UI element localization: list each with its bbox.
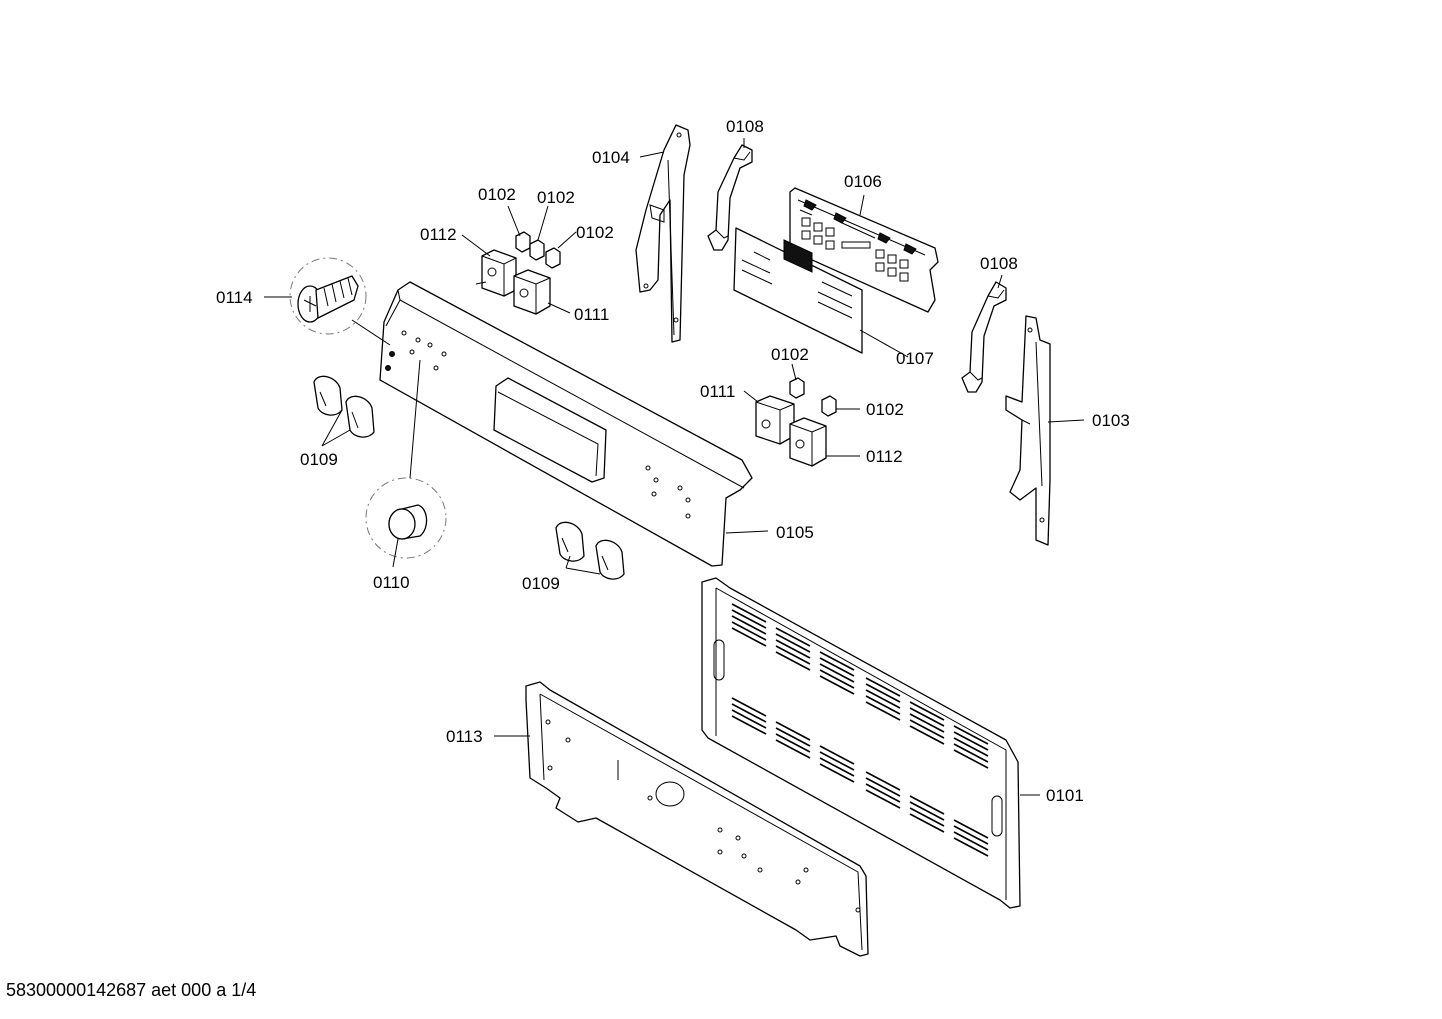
callout-0107: 0107 bbox=[896, 349, 934, 368]
part-0108-right-clip bbox=[961, 281, 1007, 393]
part-0105-control-panel bbox=[379, 281, 753, 567]
part-0114-screw-detail bbox=[289, 257, 367, 335]
part-0111-lower-switch bbox=[755, 395, 795, 445]
part-0108-upper-clip bbox=[707, 144, 753, 251]
callout-0109-lower: 0109 bbox=[522, 574, 560, 593]
callout-0114: 0114 bbox=[216, 288, 253, 307]
callout-0102-b: 0102 bbox=[537, 188, 575, 207]
part-0110-knob-detail bbox=[365, 477, 447, 559]
callout-0102-e: 0102 bbox=[866, 400, 904, 419]
callout-0102-c: 0102 bbox=[576, 223, 614, 242]
callout-0103: 0103 bbox=[1092, 411, 1130, 430]
part-0104-side-bracket bbox=[635, 124, 691, 343]
part-0109-upper-knobs bbox=[313, 375, 375, 438]
callout-0101: 0101 bbox=[1046, 786, 1084, 805]
part-0102-lower-contacts bbox=[789, 377, 837, 417]
callout-0106: 0106 bbox=[844, 172, 882, 191]
part-0103-side-bracket bbox=[1005, 315, 1051, 546]
part-0107-overlay bbox=[733, 227, 863, 354]
callout-0109-upper: 0109 bbox=[300, 450, 338, 469]
part-0101-rear-panel bbox=[701, 577, 1021, 909]
part-0109-lower-knobs bbox=[555, 521, 625, 580]
callout-0111-upper: 0111 bbox=[574, 305, 609, 324]
callout-0113: 0113 bbox=[446, 727, 483, 746]
callout-0112-upper: 0112 bbox=[420, 225, 457, 244]
drawing-reference: 58300000142687 aet 000 a 1/4 bbox=[6, 980, 257, 1000]
callout-0104: 0104 bbox=[592, 148, 630, 167]
part-0113-lower-panel bbox=[525, 681, 869, 957]
callout-0108-upper: 0108 bbox=[726, 117, 764, 136]
callout-0108-right: 0108 bbox=[980, 254, 1018, 273]
callout-0102-d: 0102 bbox=[771, 345, 809, 364]
callout-0111-lower: 0111 bbox=[700, 382, 735, 401]
part-0106-control-board bbox=[789, 187, 939, 313]
callout-0110: 0110 bbox=[373, 573, 410, 592]
callout-0102-a: 0102 bbox=[478, 185, 516, 204]
leader-lines bbox=[264, 138, 1085, 796]
callout-0112-lower: 0112 bbox=[866, 447, 903, 466]
part-0111-upper-switch bbox=[513, 269, 551, 315]
callout-labels: 0108 0104 0106 0102 0102 0102 0112 0108 … bbox=[216, 117, 1130, 805]
vent-slots bbox=[731, 603, 989, 857]
callout-0105: 0105 bbox=[776, 523, 814, 542]
part-0112-upper-switch bbox=[475, 249, 517, 297]
part-0102-upper-contacts bbox=[515, 231, 561, 269]
part-0112-lower-switch bbox=[789, 417, 827, 467]
